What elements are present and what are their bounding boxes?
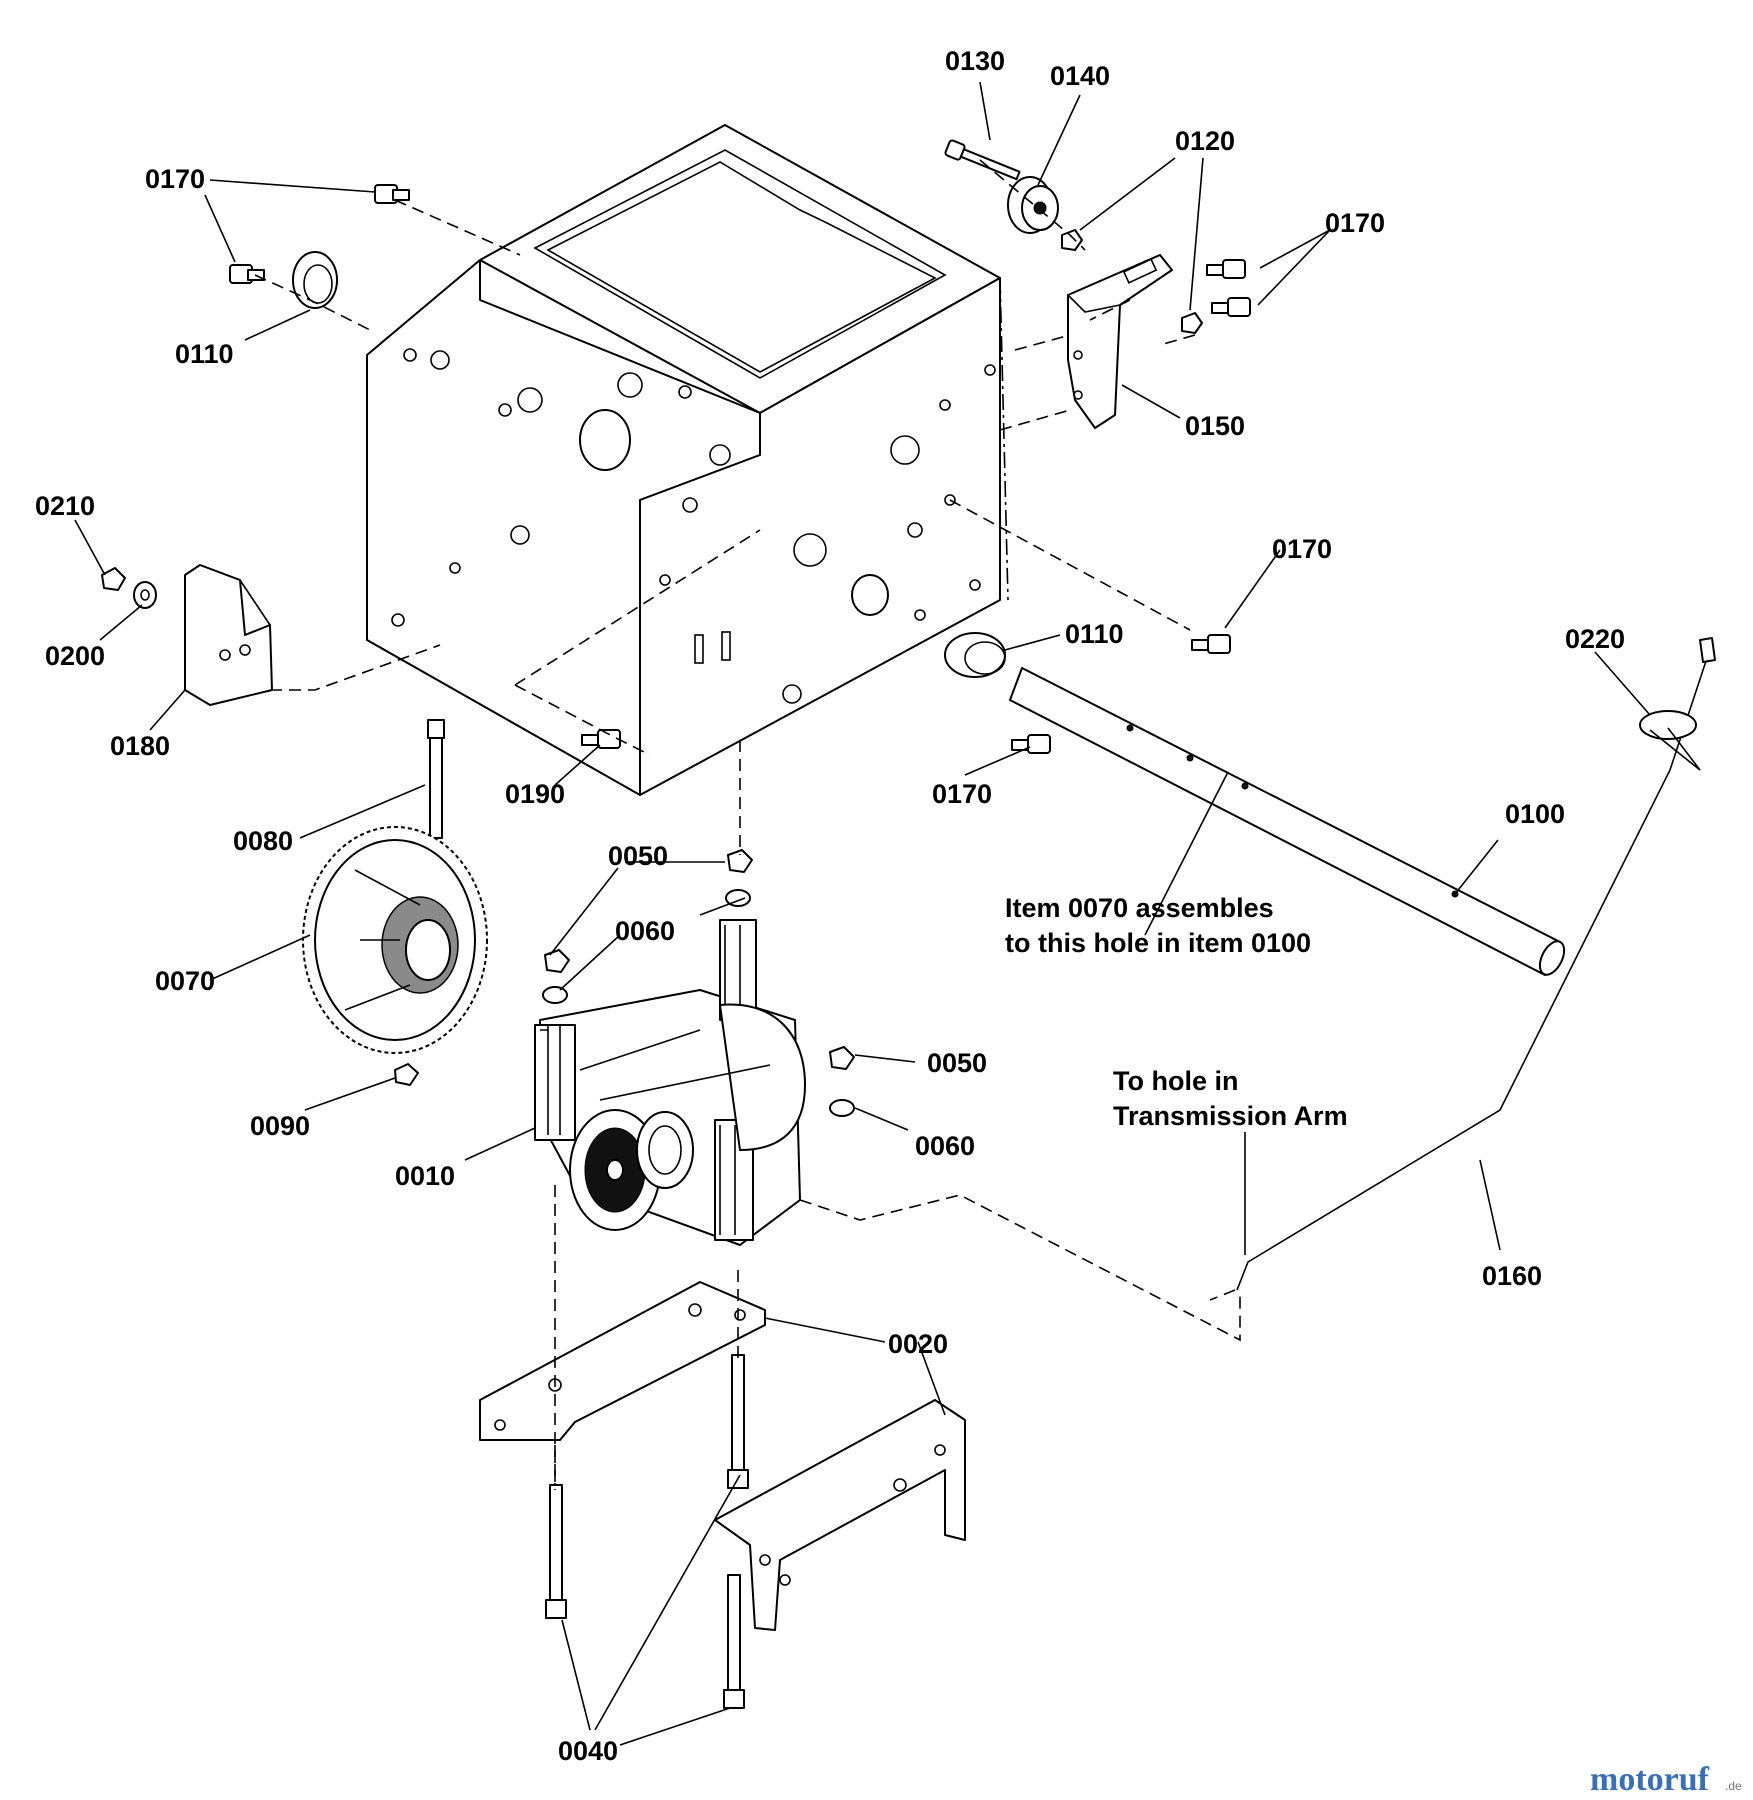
callout-0220: 0220 (1565, 624, 1625, 654)
watermark-suffix: .de (1725, 1779, 1742, 1793)
bracket-0020-lower (714, 1399, 966, 1631)
callout-0050-top: 0050 (608, 841, 668, 871)
callout-0010: 0010 (395, 1161, 455, 1191)
bracket-0150 (1067, 254, 1173, 429)
callout-0170-top-left: 0170 (145, 164, 205, 194)
assembly-lines (254, 159, 1241, 1490)
note-transmission-line1: To hole in (1113, 1066, 1238, 1096)
washer-0060-c (829, 1099, 855, 1117)
callout-0110-top: 0110 (175, 339, 234, 369)
bushing-0110-top (292, 251, 338, 309)
gear-0070 (302, 826, 488, 1054)
nut-0090 (394, 1063, 419, 1086)
transmission-0010 (534, 919, 806, 1246)
callout-0170-bottom: 0170 (932, 779, 992, 809)
callout-0090: 0090 (250, 1111, 310, 1141)
callout-0120: 0120 (1175, 126, 1235, 156)
assembly-notes: Item 0070 assembles to this hole in item… (1005, 893, 1348, 1131)
washer-0060-b (542, 986, 568, 1004)
callout-0080: 0080 (233, 826, 293, 856)
note-transmission-line2: Transmission Arm (1113, 1101, 1348, 1131)
callout-0130: 0130 (945, 46, 1005, 76)
nuts-0120 (1061, 229, 1203, 334)
callout-0050-right: 0050 (927, 1048, 987, 1078)
watermark-text: motoruf (1590, 1761, 1710, 1798)
callout-0040: 0040 (558, 1736, 618, 1766)
callout-0170-top-right: 0170 (1325, 208, 1385, 238)
callout-0170-right: 0170 (1272, 534, 1332, 564)
bracket-0180 (184, 564, 273, 706)
frame-housing (366, 124, 1009, 796)
callout-0150: 0150 (1185, 411, 1245, 441)
shaft-0100 (1009, 667, 1566, 976)
callout-0100: 0100 (1505, 799, 1565, 829)
pulley-0140 (1007, 176, 1059, 234)
callout-0190: 0190 (505, 779, 565, 809)
callout-0180: 0180 (110, 731, 170, 761)
callout-0210: 0210 (35, 491, 95, 521)
callout-0200: 0200 (45, 641, 105, 671)
bolt-0080 (427, 719, 445, 839)
nut-0050-c (829, 1046, 855, 1070)
washer-0060-a (725, 889, 751, 907)
callout-0020: 0020 (888, 1329, 948, 1359)
callout-0070: 0070 (155, 966, 215, 996)
callout-0160: 0160 (1482, 1261, 1542, 1291)
bushing-0110-right (944, 632, 1006, 678)
bolts-0040 (545, 1354, 749, 1709)
note-item0070-line1: Item 0070 assembles (1005, 893, 1274, 923)
nut-0050-b (544, 949, 570, 973)
watermark-logo: motoruf .de (1590, 1761, 1742, 1798)
leader-lines (74, 81, 1651, 1746)
washer-0200 (133, 581, 157, 609)
bracket-0020-upper (479, 1281, 766, 1441)
clip-0220 (1639, 710, 1701, 771)
rod-0160 (1236, 637, 1716, 1291)
callout-0060-right: 0060 (915, 1131, 975, 1161)
nut-0050-a (727, 849, 753, 873)
callout-labels: 0130 0140 0120 0170 0150 0170 0110 0210 … (35, 46, 1625, 1766)
nut-0210 (101, 567, 126, 591)
callout-0140: 0140 (1050, 61, 1110, 91)
callout-0060-top: 0060 (615, 916, 675, 946)
note-item0070-line2: to this hole in item 0100 (1005, 928, 1311, 958)
callout-0110-right: 0110 (1065, 619, 1124, 649)
